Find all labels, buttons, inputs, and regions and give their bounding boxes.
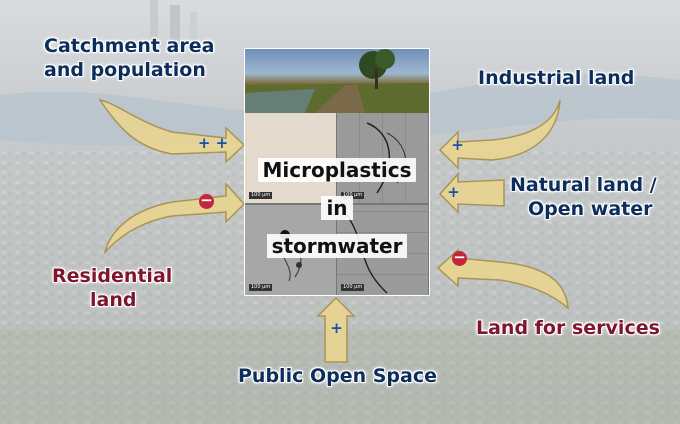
sign-residential: − [199,191,214,209]
label-residential: Residential land [52,265,173,311]
arrow-services [436,248,569,310]
label-natural: Natural land / Open water [510,174,657,220]
label-services: Land for services [476,317,660,339]
arrow-natural [438,172,505,214]
stormwater-drain-photo [245,49,429,113]
sign-catchment: + + [197,134,229,152]
arrow-catchment [98,98,246,164]
sign-industrial: + [451,136,464,154]
center-panel: 100 µm 100 µm 100 µm [244,48,430,296]
arrow-pos [316,296,356,363]
arrow-industrial [438,99,561,170]
sign-pos: + [330,319,343,337]
center-title: Microplastics in stormwater [245,151,429,265]
arrow-residential [103,182,246,255]
label-industrial: Industrial land [478,67,635,89]
sign-natural: + [447,183,460,201]
label-catchment: Catchment area and population [44,35,215,81]
sign-services: − [452,248,467,266]
label-pos: Public Open Space [238,365,437,387]
